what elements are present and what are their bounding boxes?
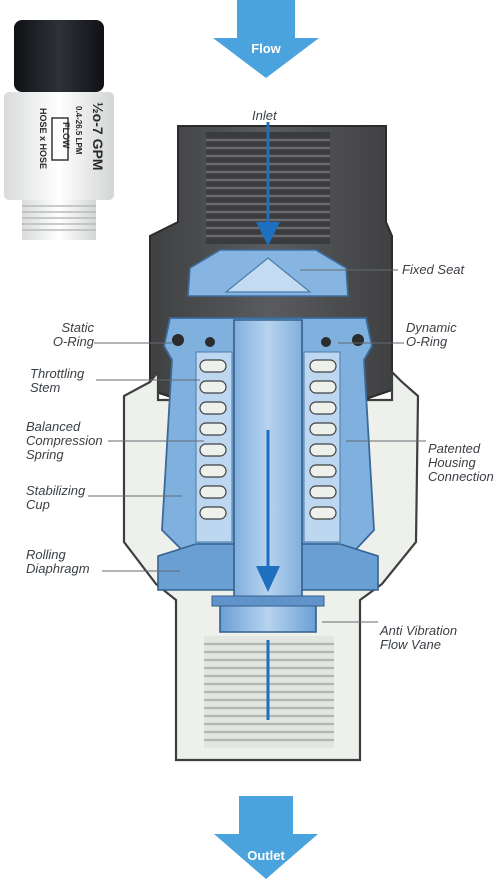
label-balanced-spring-line2: Compression bbox=[26, 433, 103, 448]
compression-spring-right bbox=[309, 359, 337, 520]
label-static-oring: Static O-Ring bbox=[20, 321, 94, 349]
label-rolling-diaphragm-line2: Diaphragm bbox=[26, 561, 90, 576]
label-dynamic-oring: Dynamic O-Ring bbox=[406, 321, 457, 349]
label-patented-housing-line3: Connection bbox=[428, 469, 494, 484]
label-rolling-diaphragm: Rolling Diaphragm bbox=[26, 548, 90, 576]
label-stabilizing-cup-line2: Cup bbox=[26, 497, 50, 512]
inlet-flow-arrowhead bbox=[256, 222, 280, 246]
flow-arrow-top: Flow bbox=[213, 0, 319, 78]
product-photo: ½o-7 GPM 0.4-26.5 LPM FLOW HOSE x HOSE bbox=[4, 20, 114, 240]
label-rolling-diaphragm-line1: Rolling bbox=[26, 547, 66, 562]
static-oring-left bbox=[172, 334, 184, 346]
label-inlet: Inlet bbox=[252, 108, 277, 123]
label-stabilizing-cup: Stabilizing Cup bbox=[26, 484, 85, 512]
label-throttling-stem-line2: Stem bbox=[30, 380, 61, 395]
outlet-arrow: Outlet bbox=[214, 796, 318, 879]
flow-vane bbox=[211, 595, 325, 607]
label-static-oring-line2: O-Ring bbox=[52, 334, 94, 349]
label-patented-housing-line1: Patented bbox=[428, 441, 481, 456]
flow-badge-box bbox=[51, 117, 69, 161]
label-balanced-spring: Balanced Compression Spring bbox=[26, 420, 103, 462]
label-anti-vibration-line2: Flow Vane bbox=[380, 637, 441, 652]
label-static-oring-line1: Static bbox=[61, 320, 94, 335]
static-oring-right bbox=[352, 334, 364, 346]
dynamic-oring-left bbox=[205, 337, 215, 347]
dynamic-oring-right bbox=[321, 337, 331, 347]
label-balanced-spring-line1: Balanced bbox=[26, 419, 81, 434]
outlet-arrow-label: Outlet bbox=[247, 848, 285, 863]
label-dynamic-oring-line1: Dynamic bbox=[406, 320, 457, 335]
label-fixed-seat: Fixed Seat bbox=[402, 262, 465, 277]
product-cap bbox=[14, 20, 104, 92]
leader-lines bbox=[88, 122, 426, 623]
label-patented-housing: Patented Housing Connection bbox=[428, 442, 494, 484]
fixed-seat-cone bbox=[224, 257, 312, 293]
label-balanced-spring-line3: Spring bbox=[26, 447, 64, 462]
flow-badge: FLOW bbox=[61, 122, 71, 149]
label-dynamic-oring-line2: O-Ring bbox=[406, 334, 448, 349]
product-lpm: 0.4-26.5 LPM bbox=[74, 106, 83, 155]
stem-flow-arrowhead bbox=[256, 566, 280, 592]
product-rating: ½o-7 GPM bbox=[90, 102, 106, 170]
label-patented-housing-line2: Housing bbox=[428, 455, 476, 470]
label-throttling-stem-line1: Throttling bbox=[30, 366, 85, 381]
label-throttling-stem: Throttling Stem bbox=[30, 367, 84, 395]
product-body bbox=[4, 92, 114, 200]
label-anti-vibration-line1: Anti Vibration bbox=[380, 623, 458, 638]
flow-arrow-label: Flow bbox=[251, 41, 281, 56]
compression-spring-left bbox=[199, 359, 227, 520]
product-connection: HOSE x HOSE bbox=[38, 108, 48, 169]
label-anti-vibration: Anti Vibration Flow Vane bbox=[380, 624, 457, 652]
label-stabilizing-cup-line1: Stabilizing bbox=[26, 483, 86, 498]
